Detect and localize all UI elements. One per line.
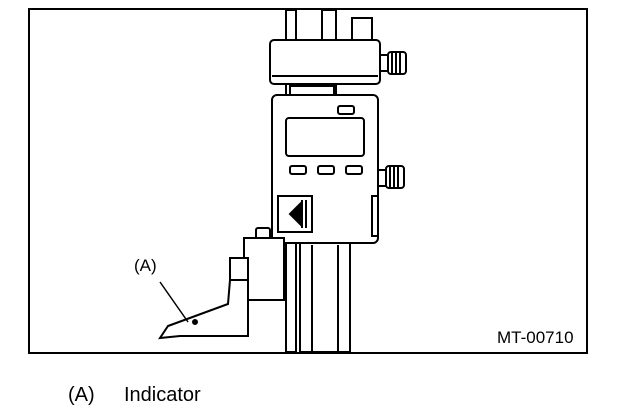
callout-label-a: (A)	[134, 256, 157, 275]
mode-button	[289, 165, 307, 175]
legend: (A) Indicator	[68, 384, 201, 407]
callout-leader	[159, 281, 189, 323]
hold-button	[345, 165, 363, 175]
lcd-screen	[285, 117, 365, 157]
upper-clamp	[269, 17, 407, 85]
figure-id: MT-00710	[497, 328, 574, 347]
digital-display-unit	[271, 85, 405, 244]
legend-key: (A)	[68, 384, 95, 406]
legend-text: Indicator	[124, 384, 201, 406]
indicator-arm	[157, 227, 285, 340]
zero-button	[317, 165, 335, 175]
